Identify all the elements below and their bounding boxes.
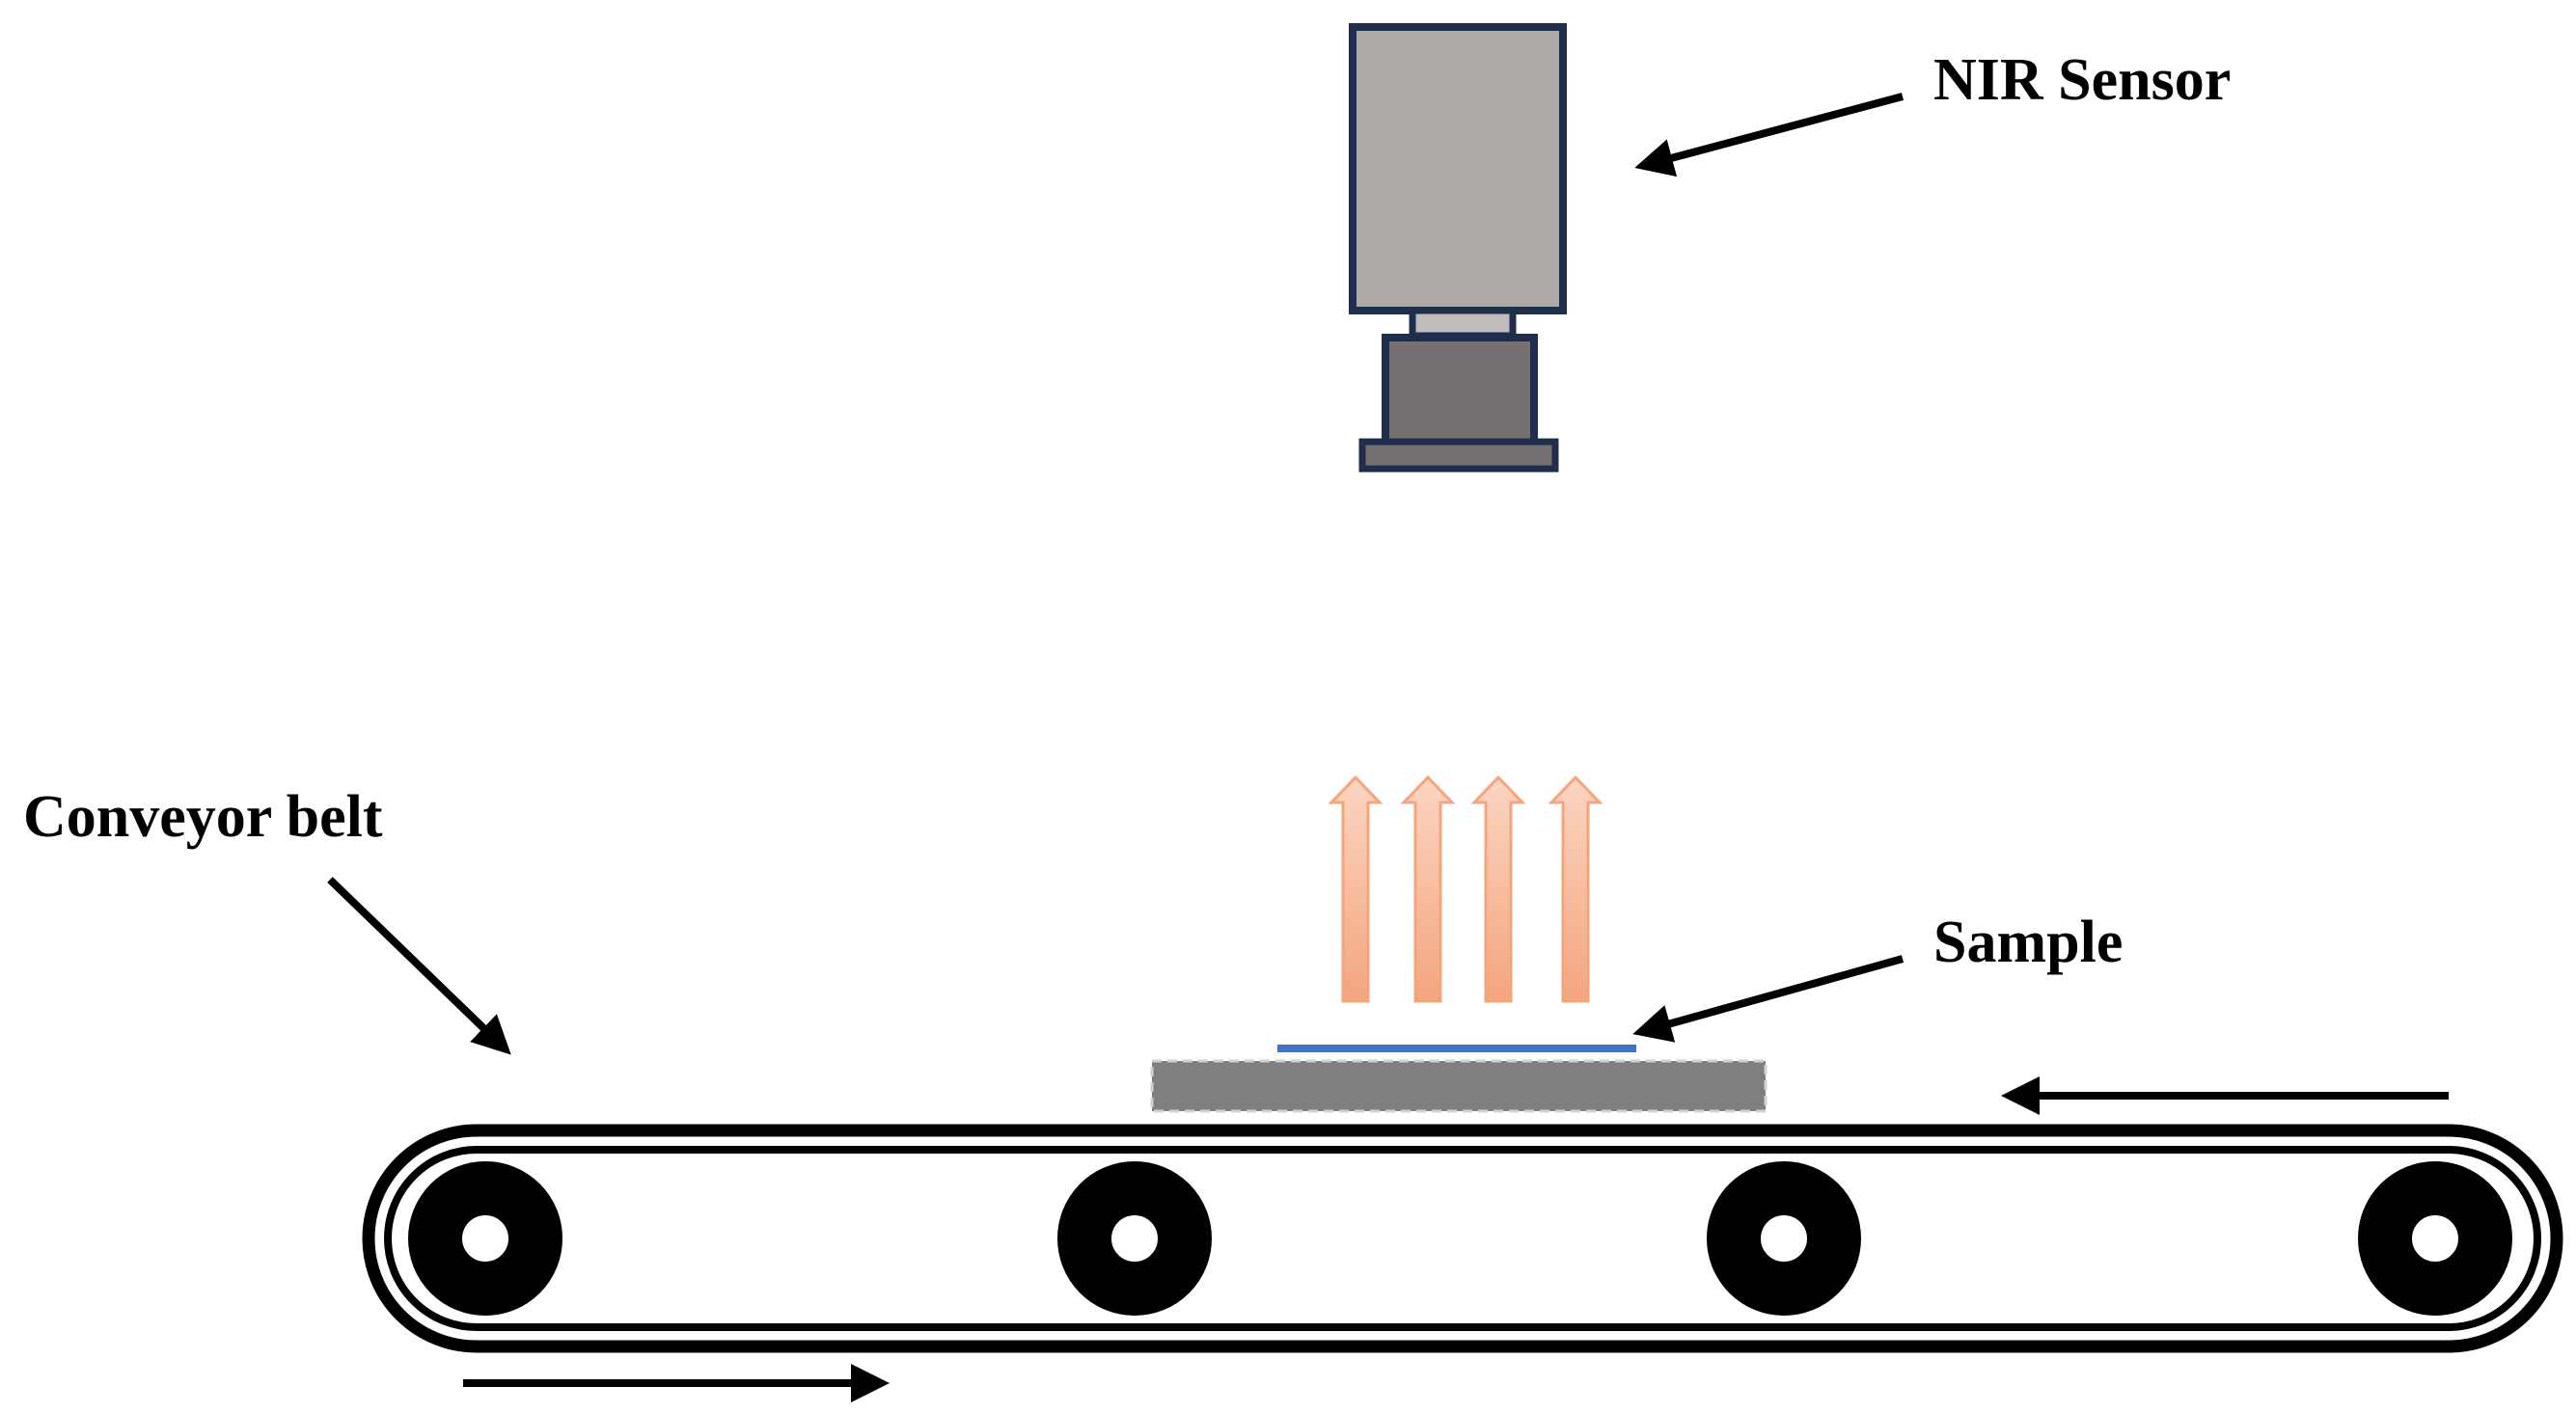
sample-tray — [1150, 1059, 1768, 1113]
roller-1 — [408, 1161, 562, 1316]
sensor-body — [1349, 23, 1567, 314]
roller-4 — [2358, 1161, 2512, 1316]
nir-sensor-label: NIR Sensor — [1933, 47, 2232, 113]
nir-arrow-2 — [1400, 775, 1456, 1003]
roller-icon — [408, 1161, 2512, 1316]
nir-radiation-arrows-icon — [1328, 775, 1603, 1003]
conveyor-belt-pointer-arrow — [327, 877, 511, 1055]
belt-inner — [384, 1146, 2541, 1331]
sensor-lens — [1382, 334, 1538, 448]
belt-outer — [362, 1124, 2563, 1353]
roller-3 — [1707, 1161, 1861, 1316]
sensor-base — [1358, 438, 1559, 473]
nir-arrow-3 — [1470, 775, 1526, 1003]
sensor-neck — [1409, 307, 1517, 340]
sample-strip — [1277, 1045, 1636, 1052]
nir-sensor-icon — [1349, 23, 1567, 473]
roller-2 — [1057, 1161, 1212, 1316]
sample-pointer-arrow — [1632, 955, 1905, 1043]
conveyor-belt-label: Conveyor belt — [23, 784, 383, 850]
sample-label: Sample — [1933, 910, 2124, 975]
nir-arrow-1 — [1328, 775, 1384, 1003]
nir-arrow-4 — [1548, 775, 1603, 1003]
nir-sensor-pointer-arrow — [1634, 93, 1905, 177]
conveyor-belt — [362, 1124, 2563, 1353]
